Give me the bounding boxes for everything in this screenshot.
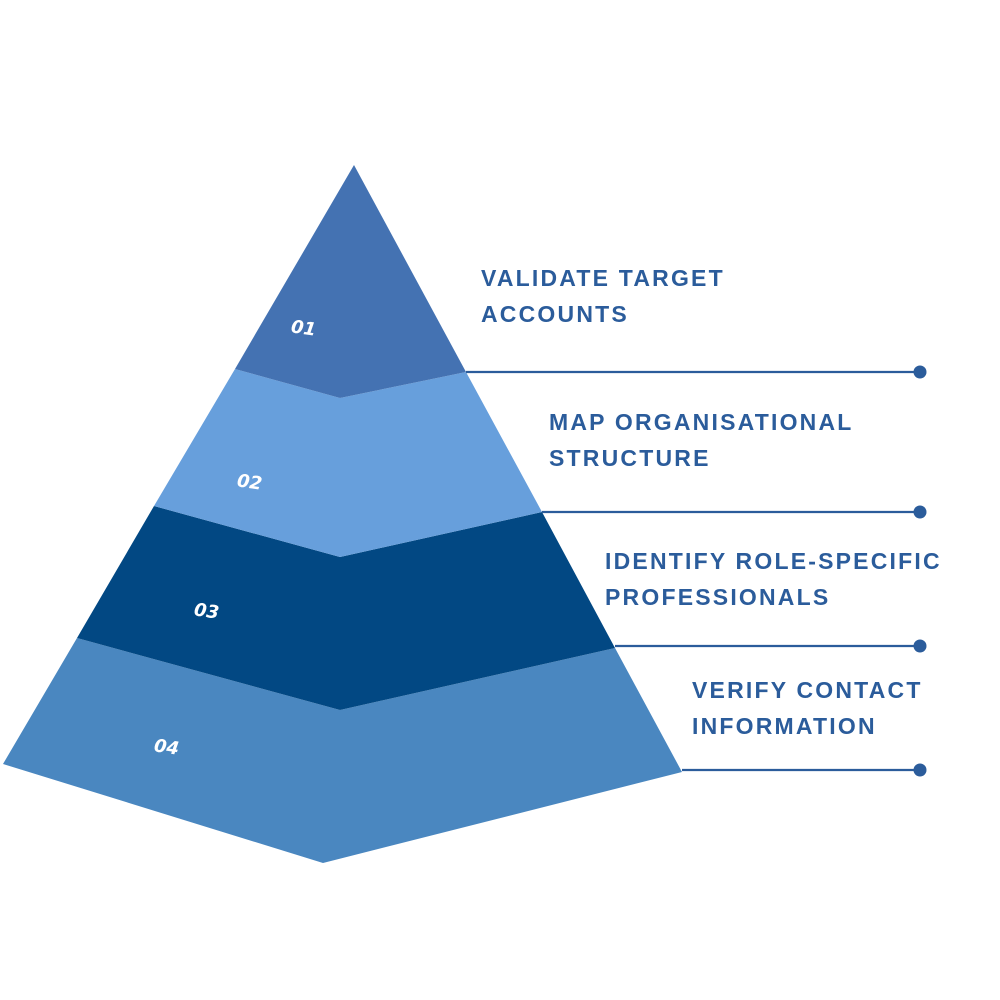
layer-label-1-line2: ACCOUNTS (481, 301, 629, 327)
connector-dot-1 (913, 365, 927, 379)
layer-label-1-line1: VALIDATE TARGET (481, 265, 725, 291)
layer-label-2: MAP ORGANISATIONAL STRUCTURE (549, 404, 854, 476)
layer-label-3: IDENTIFY ROLE-SPECIFIC PROFESSIONALS (605, 543, 942, 615)
pyramid-layer-4 (3, 638, 682, 863)
pyramid-layer-3 (77, 506, 615, 710)
connector-dot-4 (913, 763, 927, 777)
layer-number-1: 01 (289, 316, 318, 341)
layer-label-3-line2: PROFESSIONALS (605, 584, 831, 610)
layer-label-4-line2: INFORMATION (692, 713, 877, 739)
layer-label-4: VERIFY CONTACT INFORMATION (692, 672, 923, 744)
connector-dot-2 (913, 505, 927, 519)
layer-label-1: VALIDATE TARGET ACCOUNTS (481, 260, 725, 332)
pyramid-layer-1 (235, 165, 466, 398)
layer-label-3-line1: IDENTIFY ROLE-SPECIFIC (605, 548, 942, 574)
layer-label-2-line1: MAP ORGANISATIONAL (549, 409, 854, 435)
layer-number-4: 04 (152, 735, 181, 760)
pyramid-layer-2 (154, 369, 542, 557)
layer-number-3: 03 (192, 599, 221, 624)
layer-label-2-line2: STRUCTURE (549, 445, 711, 471)
layer-label-4-line1: VERIFY CONTACT (692, 677, 923, 703)
layer-number-2: 02 (235, 470, 264, 495)
connector-dot-3 (913, 639, 927, 653)
